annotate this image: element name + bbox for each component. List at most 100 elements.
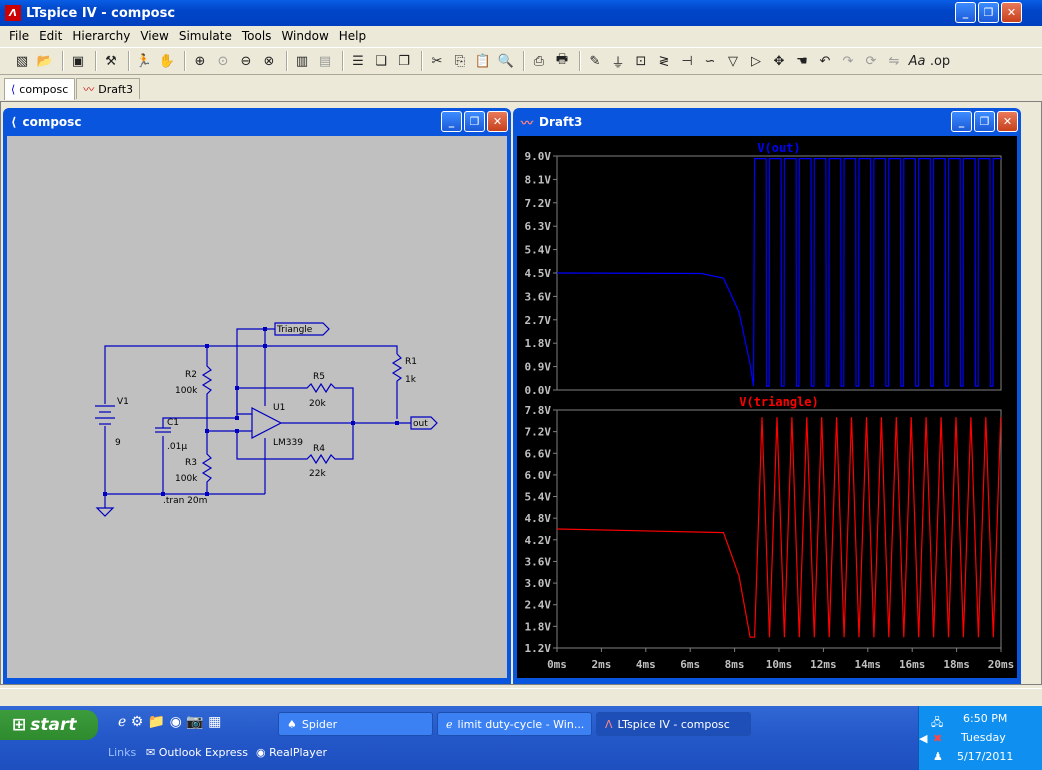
r2-label[interactable]: R2 — [185, 370, 197, 380]
inductor-icon[interactable]: ∽ — [704, 53, 716, 69]
r5-label[interactable]: R5 — [313, 372, 325, 382]
v1-label[interactable]: V1 — [117, 397, 129, 407]
r3-label[interactable]: R3 — [185, 458, 197, 468]
open-icon[interactable]: 📂 — [36, 53, 54, 69]
rotate-icon[interactable]: ⟳ — [865, 53, 877, 69]
pan-icon[interactable]: ⊙ — [217, 53, 229, 69]
triangle-net-label[interactable]: Triangle — [276, 325, 313, 335]
waveform-close-button[interactable]: ✕ — [997, 111, 1018, 132]
zoom-fit-icon[interactable]: ⊗ — [263, 53, 275, 69]
v1-value[interactable]: 9 — [115, 438, 121, 448]
menu-hierarchy[interactable]: Hierarchy — [72, 29, 131, 43]
u1-label[interactable]: U1 — [273, 403, 285, 413]
realplayer-link[interactable]: ◉ RealPlayer — [256, 746, 328, 759]
title-bar: Λ LTspice IV - composc _ ❐ ✕ — [0, 0, 1042, 26]
new-schematic-icon[interactable]: ▧ — [15, 53, 29, 69]
print-setup-icon[interactable]: ⎙ — [533, 53, 545, 69]
menu-window[interactable]: Window — [281, 29, 329, 43]
menu-file[interactable]: File — [9, 29, 30, 43]
tran-directive[interactable]: .tran 20m — [163, 496, 207, 506]
tile-vertical-icon[interactable]: ❐ — [398, 53, 410, 69]
user-icon[interactable]: ♟ — [933, 750, 943, 763]
move-icon[interactable]: ✥ — [773, 53, 785, 69]
autorange-icon[interactable]: ▥ — [295, 53, 309, 69]
r1-value[interactable]: 1k — [405, 375, 417, 385]
diode-icon[interactable]: ▽ — [728, 53, 738, 69]
r2-value[interactable]: 100k — [175, 386, 198, 396]
y-tick-label: 6.3V — [525, 220, 552, 233]
maximize-button[interactable]: ❐ — [978, 2, 999, 23]
tab-draft3[interactable]: 〰Draft3 — [76, 78, 141, 99]
menu-tools[interactable]: Tools — [241, 29, 272, 43]
security-alert-icon[interactable]: ✖ — [933, 732, 943, 745]
schematic-close-button[interactable]: ✕ — [487, 111, 508, 132]
zoom-out-icon[interactable]: ⊖ — [240, 53, 252, 69]
r3-value[interactable]: 100k — [175, 474, 198, 484]
task-spider[interactable]: ♠Spider — [278, 712, 433, 736]
clock-time[interactable]: 6:50 PM — [963, 712, 1008, 725]
y-tick-label: 7.8V — [525, 404, 552, 417]
outlook-express-link[interactable]: ✉ Outlook Express — [146, 746, 248, 759]
cut-icon[interactable]: ✂ — [431, 53, 443, 69]
y-tick-label: 1.2V — [525, 642, 552, 655]
network-icon[interactable]: 🖧 — [931, 716, 944, 729]
u1-value[interactable]: LM339 — [273, 438, 303, 448]
control-panel-icon[interactable]: ⚒ — [105, 53, 117, 69]
tab-composc[interactable]: ⟨composc — [4, 78, 76, 100]
r1-label[interactable]: R1 — [405, 357, 417, 367]
r4-value[interactable]: 22k — [309, 469, 326, 479]
halt-icon[interactable]: ✋ — [158, 53, 176, 69]
quick-launch-icons[interactable]: ℯ ⚙ 📁 ◉ 📷 ▦ — [118, 714, 222, 730]
show-hidden-icons-button[interactable]: ◀ — [919, 732, 928, 745]
label-net-icon[interactable]: ⊡ — [635, 53, 647, 69]
close-button[interactable]: ✕ — [1001, 2, 1022, 23]
mirror-icon[interactable]: ⇋ — [888, 53, 900, 69]
tile-horizontal-icon[interactable]: ☰ — [352, 53, 364, 69]
menu-view[interactable]: View — [140, 29, 169, 43]
waveform-icon: 〰 — [83, 83, 95, 96]
clock-date[interactable]: 5/17/2011 — [957, 750, 1014, 763]
wire-icon[interactable]: ✎ — [589, 53, 601, 69]
y-tick-label: 9.0V — [525, 150, 552, 163]
status-bar — [0, 688, 1042, 706]
waveform-minimize-button[interactable]: _ — [951, 111, 972, 132]
component-icon[interactable]: ▷ — [751, 53, 761, 69]
cascade-icon[interactable]: ❏ — [375, 53, 387, 69]
schematic-canvas[interactable]: Triangle R1 1k R2 100k R5 20k U1 LM339 o… — [7, 136, 507, 678]
run-icon[interactable]: 🏃 — [135, 53, 153, 69]
text-icon[interactable]: Aa — [908, 53, 926, 69]
r5-value[interactable]: 20k — [309, 399, 326, 409]
menu-edit[interactable]: Edit — [39, 29, 63, 43]
out-net-label[interactable]: out — [413, 419, 428, 429]
c1-value[interactable]: .01µ — [167, 442, 187, 452]
resistor-icon[interactable]: ≷ — [658, 53, 670, 69]
menu-help[interactable]: Help — [338, 29, 367, 43]
print-icon[interactable]: 🖶 — [555, 52, 569, 67]
ground-icon[interactable]: ⏚ — [611, 55, 625, 71]
schematic-maximize-button[interactable]: ❐ — [464, 111, 485, 132]
zoom-in-icon[interactable]: ⊕ — [194, 53, 206, 69]
trace-label: V(triangle) — [739, 395, 818, 409]
redo-icon[interactable]: ↷ — [842, 53, 854, 69]
waveform-maximize-button[interactable]: ❐ — [974, 111, 995, 132]
clock-day[interactable]: Tuesday — [961, 731, 1006, 744]
spice-directive-icon[interactable]: .op — [929, 53, 951, 69]
y-tick-label: 5.4V — [525, 244, 552, 257]
schematic-minimize-button[interactable]: _ — [441, 111, 462, 132]
find-icon[interactable]: 🔍 — [497, 53, 515, 69]
drag-icon[interactable]: ☚ — [796, 53, 808, 69]
copy-icon[interactable]: ⎘ — [454, 53, 466, 69]
start-button[interactable]: ⊞start — [0, 710, 98, 740]
fft-icon[interactable]: ▤ — [318, 53, 332, 69]
paste-icon[interactable]: 📋 — [474, 53, 492, 69]
undo-icon[interactable]: ↶ — [819, 53, 831, 69]
save-icon[interactable]: ▣ — [71, 53, 85, 69]
minimize-button[interactable]: _ — [955, 2, 976, 23]
menu-simulate[interactable]: Simulate — [178, 29, 232, 43]
r4-label[interactable]: R4 — [313, 444, 325, 454]
capacitor-icon[interactable]: ⊣ — [681, 53, 693, 69]
c1-label[interactable]: C1 — [167, 418, 179, 428]
